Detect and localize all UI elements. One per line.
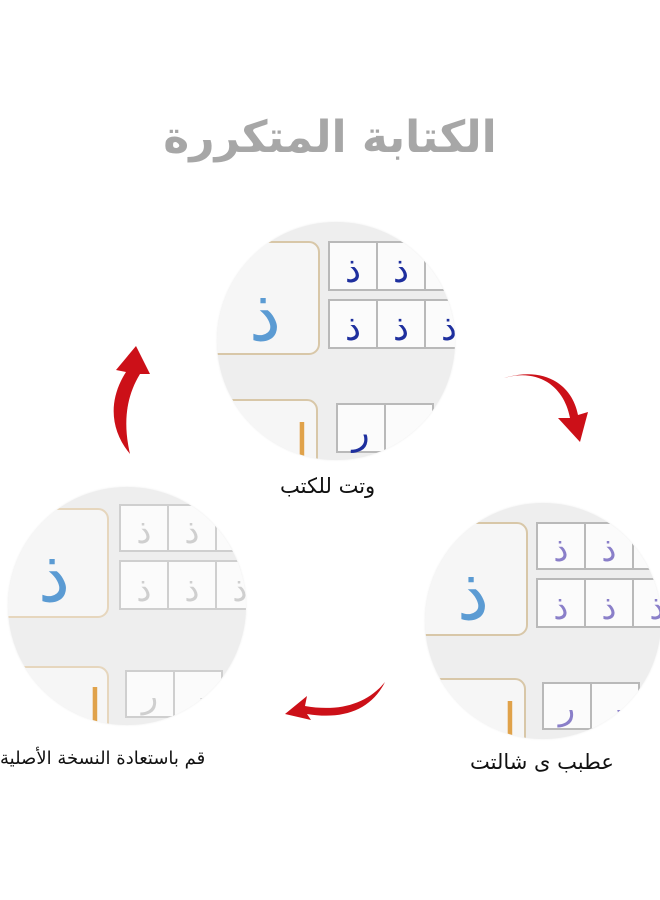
- step-3-caption: قم باستعادة النسخة الأصلية: [0, 748, 206, 769]
- cell-letter: ذ: [553, 530, 568, 570]
- big-letter: ذ: [249, 273, 281, 357]
- cell-letter: ذ: [345, 308, 361, 349]
- cell-letter: ذ: [345, 250, 361, 291]
- big-letter: ذ: [38, 534, 70, 618]
- cell-letter: ذ: [184, 570, 199, 610]
- arrow-left-icon: [285, 682, 385, 720]
- cell-letter: ذ: [601, 588, 616, 628]
- accent-letter: ا: [503, 693, 517, 739]
- cell-letter: ر: [140, 676, 158, 716]
- accent-letter: ا: [88, 679, 102, 725]
- step-2-caption: عطبب ى شالتت: [470, 750, 614, 774]
- arrow-right-down-icon: [504, 374, 588, 442]
- accent-letter: ا: [295, 414, 309, 460]
- cell-letter: ذ: [441, 308, 455, 349]
- cell-letter: ذ: [649, 588, 660, 628]
- step-2-circle: ذ ذ ذ ذ ذ ذ ر ر ا: [425, 503, 660, 739]
- cell-letter: ر: [398, 412, 417, 453]
- cell-letter: ذ: [553, 588, 568, 628]
- cell-letter: ر: [557, 688, 575, 728]
- cell-letter: ذ: [601, 530, 616, 570]
- step-1-circle: ذ ذ ذ ذ ذ ذ ر ر ا: [217, 222, 455, 460]
- cell-letter: ر: [605, 688, 623, 728]
- page-title: الكتابة المتكررة: [163, 112, 497, 163]
- cell-letter: ر: [350, 412, 369, 453]
- big-letter: ذ: [457, 552, 489, 636]
- cell-letter: ذ: [136, 570, 151, 610]
- cell-letter: ر: [188, 676, 206, 716]
- cell-letter: ذ: [232, 570, 246, 610]
- cell-letter: ذ: [393, 250, 409, 291]
- cell-letter: ذ: [184, 512, 199, 552]
- cell-letter: ذ: [136, 512, 151, 552]
- step-1-caption: وتت للكتب: [280, 474, 376, 498]
- step-3-circle: ذ ذ ذ ذ ذ ذ ر ر ا: [8, 487, 246, 725]
- arrow-up-icon: [113, 346, 150, 454]
- cell-letter: ذ: [393, 308, 409, 349]
